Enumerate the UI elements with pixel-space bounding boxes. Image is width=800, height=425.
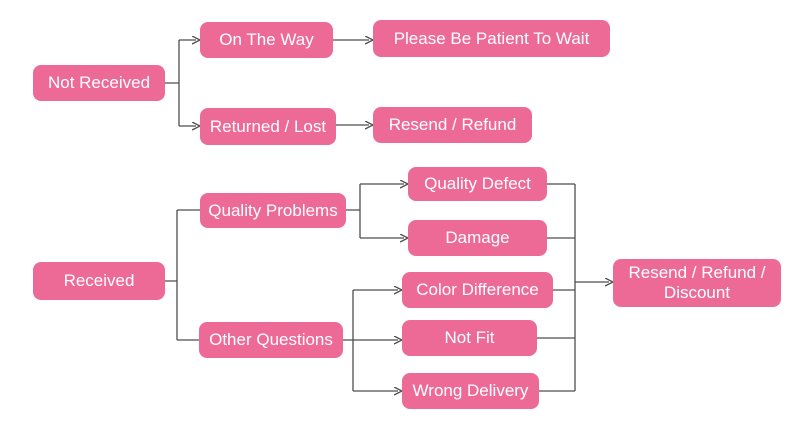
edge-not-received-junction [165, 40, 180, 126]
node-received: Received [33, 262, 165, 300]
node-wrong-delivery: Wrong Delivery [402, 373, 539, 409]
node-please-be-patient-to-wait: Please Be Patient To Wait [373, 20, 610, 57]
node-on-the-way: On The Way [200, 22, 333, 58]
node-quality-defect: Quality Defect [408, 167, 547, 201]
node-resend-refund: Resend / Refund [373, 107, 532, 143]
node-color-difference: Color Difference [402, 272, 553, 308]
edge-received-junction [165, 209, 200, 341]
node-returned-lost: Returned / Lost [200, 108, 336, 145]
node-damage: Damage [408, 220, 547, 256]
node-other-questions: Other Questions [199, 322, 343, 358]
node-not-received: Not Received [33, 65, 165, 101]
edge-convergence [537, 183, 576, 392]
node-not-fit: Not Fit [402, 320, 537, 356]
node-resend-refund-discount: Resend / Refund / Discount [613, 259, 781, 307]
node-quality-problems: Quality Problems [200, 193, 346, 228]
edge-quality-junction [346, 184, 361, 238]
